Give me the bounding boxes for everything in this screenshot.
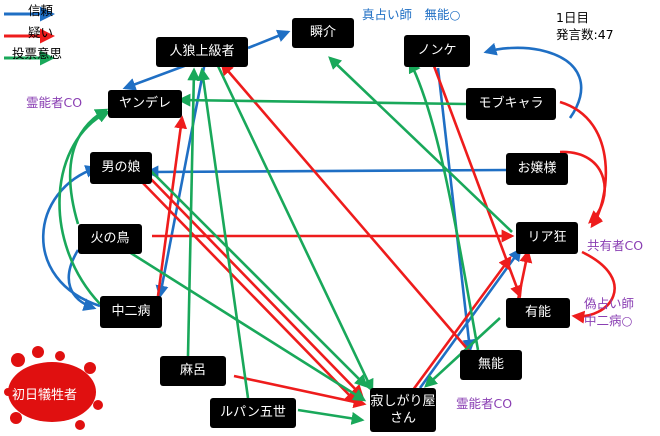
edge-otokonoko-sabishi-vote [149,169,368,388]
vote-edges [58,56,513,425]
node-yandere: ヤンデレ [108,90,182,118]
day-label: 1日目 [556,10,589,25]
node-mobu: モブキャラ [466,88,556,120]
fake-seer-note: 偽占い師 [584,296,635,311]
first-victim-label: 初日犠牲者 [12,388,78,403]
blood-splat [4,346,103,430]
node-munou: 無能 [460,350,522,380]
edge-nonke-munou [436,67,476,353]
legend-arrows [4,6,55,66]
node-nonke: ノンケ [404,35,470,67]
legend-trust-label: 信頼 [28,3,54,18]
edge-sabishi-riakyo-doubt [408,255,512,395]
node-chuuni: 中二病 [100,296,162,328]
medium-co-yandere: 霊能者CO [26,95,83,110]
edge-chuuni-yandere [156,115,188,297]
node-yuunou: 有能 [506,298,570,328]
edge-yuunou-riakyo [516,249,533,301]
edge-jinro-shunsuke [247,29,291,50]
post-count: 発言数:47 [556,27,614,42]
edge-jinro-sabishi [216,65,374,393]
node-ojousama: お嬢様 [506,153,568,185]
edge-otokonoko-sabishi-2 [139,179,358,404]
node-shunsuke: 瞬介 [292,18,354,48]
sharer-co-note: 共有者CO [587,238,644,253]
edge-sabishi-riakyo [418,247,522,389]
edge-mobu-nonke [483,42,583,119]
node-sabishi: 寂しがり屋さん [370,388,436,432]
node-maro: 麻呂 [160,356,226,386]
medium-co-munou: 霊能者CO [456,396,513,411]
fake-seer-target-note: 中二病○ [584,313,633,328]
edge-maro-sabishi [233,374,367,409]
node-lupin: ルパン五世 [210,398,296,428]
edge-hinotori-yandere [68,108,109,225]
legend-doubt-label: 疑い [28,25,54,40]
edge-munou-nonke [408,59,480,351]
edge-otokonoko-sabishi-1 [147,175,364,398]
node-riakyo: リア狂 [516,222,578,254]
seer-claim-note: 真占い師 無能○ [362,7,461,22]
node-jinro: 人狼上級者 [156,37,248,67]
edge-hinotori-sabishi [125,248,367,402]
edge-maro-jinro [186,67,201,357]
edge-mobu-riakyo [559,100,608,229]
edge-lupin-sabishi [297,408,365,425]
edge-riakyo-yuunou [571,250,616,324]
edge-mobu-yandere [177,93,467,107]
node-hinotori: 火の鳥 [78,224,142,254]
edge-riakyo-shunsuke [328,56,513,233]
legend-vote-label: 投票意思 [12,46,63,61]
edge-chuuni-yandere-vote [58,110,111,305]
edge-munou-jinro [220,62,471,353]
edge-hinotori-chuuni [67,249,97,311]
trust-edges [41,29,583,389]
node-otokonoko: 男の娘 [90,152,152,184]
edge-lupin-jinro [197,67,250,399]
edge-ojousama-otokonoko [145,165,509,179]
